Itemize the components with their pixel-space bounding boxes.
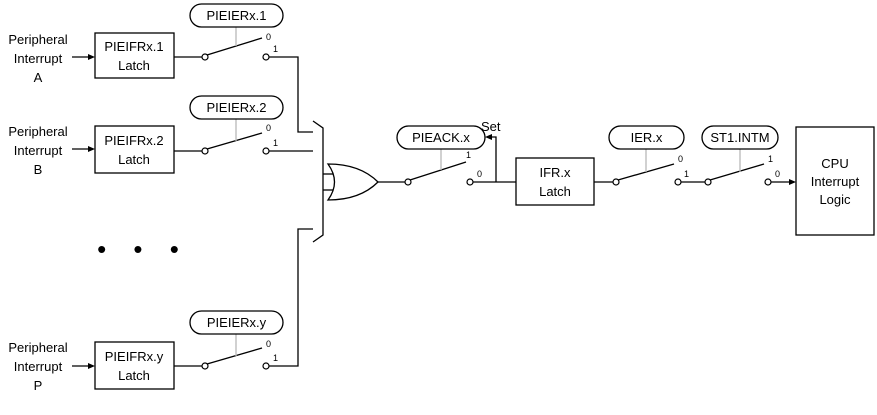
switch-pivot-icon bbox=[201, 362, 209, 370]
set-label: Set bbox=[481, 119, 501, 134]
arrowhead-icon bbox=[88, 146, 95, 152]
latch-a-name: PIEIFRx.1 bbox=[104, 39, 163, 54]
switch-contact-icon bbox=[262, 53, 270, 61]
svg-text:Interrupt: Interrupt bbox=[14, 51, 63, 66]
cpu-interrupt-logic bbox=[795, 126, 875, 236]
svg-text:0: 0 bbox=[266, 123, 271, 133]
peripheral-b-label: Peripheral Interrupt B bbox=[8, 124, 67, 177]
ifr-label: Latch bbox=[539, 184, 571, 199]
svg-text:B: B bbox=[34, 162, 43, 177]
or-gate bbox=[326, 163, 379, 201]
svg-text:0: 0 bbox=[266, 32, 271, 42]
ellipsis: • • • bbox=[97, 234, 189, 264]
pieack-pill bbox=[396, 125, 486, 150]
ifr-latch bbox=[515, 157, 595, 206]
svg-text:Peripheral: Peripheral bbox=[8, 32, 67, 47]
pieier-b-label: PIEIERx.2 bbox=[207, 100, 267, 115]
svg-text:A: A bbox=[34, 70, 43, 85]
arrowhead-icon bbox=[88, 363, 95, 369]
set-feedback-line bbox=[488, 136, 497, 182]
svg-text:P: P bbox=[34, 378, 43, 393]
pieier-p-pill bbox=[189, 310, 284, 335]
switch-b-blade bbox=[206, 132, 263, 150]
latch-b-label: Latch bbox=[118, 152, 150, 167]
pieier-a-pill bbox=[189, 3, 284, 28]
arrowhead-icon bbox=[88, 54, 95, 60]
cpu-line3: Logic bbox=[819, 192, 851, 207]
latch-p-label: Latch bbox=[118, 368, 150, 383]
svg-text:1: 1 bbox=[466, 150, 471, 160]
latch-p-name: PIEIFRx.y bbox=[105, 349, 164, 364]
switch-pivot-icon bbox=[201, 53, 209, 61]
latch-b-name: PIEIFRx.2 bbox=[104, 133, 163, 148]
arrowhead-icon bbox=[485, 134, 492, 140]
intm-pill bbox=[701, 125, 779, 150]
peripheral-p-label: Peripheral Interrupt P bbox=[8, 340, 67, 393]
switch-pivot-icon bbox=[612, 178, 620, 186]
intm-switch-blade bbox=[709, 163, 765, 181]
peripheral-a-label: Peripheral Interrupt A bbox=[8, 32, 67, 85]
input-bus bbox=[312, 120, 324, 243]
pieifr-latch-b bbox=[94, 125, 175, 174]
switch-contact-icon bbox=[262, 147, 270, 155]
wire bbox=[269, 228, 313, 367]
switch-pivot-icon bbox=[704, 178, 712, 186]
wire bbox=[269, 56, 313, 133]
svg-text:0: 0 bbox=[266, 339, 271, 349]
svg-text:1: 1 bbox=[684, 169, 689, 179]
svg-text:Peripheral: Peripheral bbox=[8, 340, 67, 355]
svg-text:1: 1 bbox=[273, 353, 278, 363]
svg-text:Interrupt: Interrupt bbox=[14, 359, 63, 374]
switch-contact-icon bbox=[764, 178, 772, 186]
pieifr-latch-p bbox=[94, 341, 175, 390]
ifr-name: IFR.x bbox=[539, 165, 571, 180]
switch-contact-icon bbox=[466, 178, 474, 186]
pieier-a-label: PIEIERx.1 bbox=[207, 8, 267, 23]
arrowhead-icon bbox=[789, 179, 796, 185]
pieack-switch-blade bbox=[409, 161, 467, 181]
pieifr-latch-a bbox=[94, 32, 175, 79]
switch-pivot-icon bbox=[201, 147, 209, 155]
svg-text:0: 0 bbox=[477, 169, 482, 179]
svg-text:1: 1 bbox=[768, 154, 773, 164]
ier-pill bbox=[608, 125, 685, 150]
latch-a-label: Latch bbox=[118, 58, 150, 73]
switch-contact-icon bbox=[674, 178, 682, 186]
svg-text:1: 1 bbox=[273, 44, 278, 54]
svg-text:0: 0 bbox=[678, 154, 683, 164]
svg-text:Interrupt: Interrupt bbox=[14, 143, 63, 158]
switch-contact-icon bbox=[262, 362, 270, 370]
svg-text:Peripheral: Peripheral bbox=[8, 124, 67, 139]
cpu-line1: CPU bbox=[821, 156, 848, 171]
switch-a-blade bbox=[206, 37, 263, 56]
svg-text:1: 1 bbox=[273, 138, 278, 148]
pieier-b-pill bbox=[189, 95, 284, 120]
ier-label: IER.x bbox=[631, 130, 663, 145]
cpu-line2: Interrupt bbox=[811, 174, 860, 189]
switch-pivot-icon bbox=[404, 178, 412, 186]
pieack-label: PIEACK.x bbox=[412, 130, 470, 145]
intm-label: ST1.INTM bbox=[710, 130, 769, 145]
pieier-p-label: PIEIERx.y bbox=[207, 315, 267, 330]
svg-text:0: 0 bbox=[775, 169, 780, 179]
switch-p-blade bbox=[206, 347, 263, 365]
